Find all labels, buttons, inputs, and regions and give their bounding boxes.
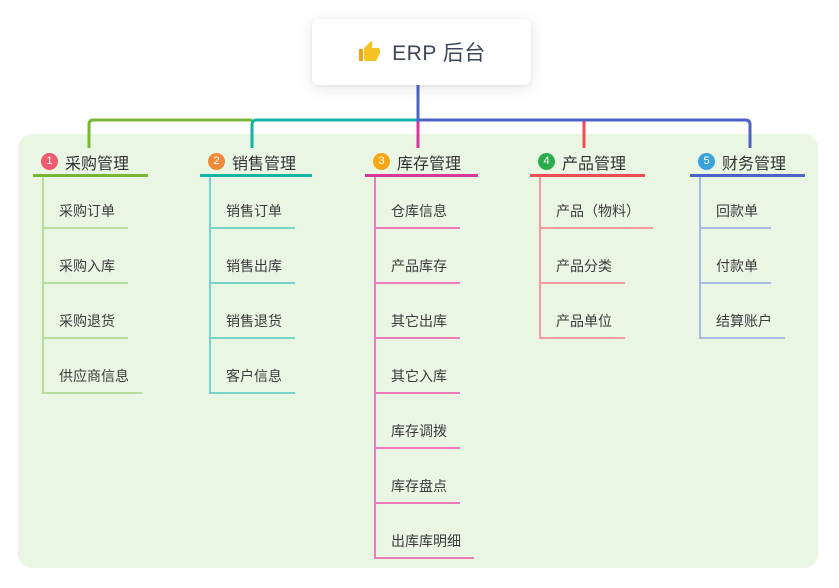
node-label: 采购订单 xyxy=(44,201,128,229)
node-label: 付款单 xyxy=(701,256,771,284)
node-item[interactable]: 销售退货 xyxy=(211,284,312,339)
branch-product-badge: 4 xyxy=(538,153,555,170)
node-label: 仓库信息 xyxy=(376,201,460,229)
branch-inventory: 3 库存管理 仓库信息 产品库存 其它出库 其它入库 库存调拨 库存盘点 出库库… xyxy=(365,149,478,559)
branch-product-title[interactable]: 4 产品管理 xyxy=(530,149,645,177)
node-item[interactable]: 销售订单 xyxy=(211,177,312,229)
branch-inventory-title[interactable]: 3 库存管理 xyxy=(365,149,478,177)
branch-finance-title[interactable]: 5 财务管理 xyxy=(690,149,805,177)
root-node-label: ERP 后台 xyxy=(392,42,486,65)
branch-product: 4 产品管理 产品（物料） 产品分类 产品单位 xyxy=(530,149,653,339)
branch-sales-title[interactable]: 2 销售管理 xyxy=(200,149,312,177)
node-label: 销售出库 xyxy=(211,256,295,284)
node-label: 产品分类 xyxy=(541,256,625,284)
root-node[interactable]: ERP 后台 xyxy=(312,19,531,85)
thumbs-up-icon xyxy=(359,41,381,61)
node-label: 其它出库 xyxy=(376,311,460,339)
node-item[interactable]: 销售出库 xyxy=(211,229,312,284)
node-item[interactable]: 付款单 xyxy=(701,229,805,284)
branch-inventory-children: 仓库信息 产品库存 其它出库 其它入库 库存调拨 库存盘点 出库库明细 xyxy=(374,177,478,559)
branch-purchase-badge: 1 xyxy=(41,153,58,170)
node-label: 出库库明细 xyxy=(376,531,474,559)
node-label: 产品单位 xyxy=(541,311,625,339)
node-item[interactable]: 采购入库 xyxy=(44,229,148,284)
node-label: 库存盘点 xyxy=(376,476,460,504)
branch-purchase-children: 采购订单 采购入库 采购退货 供应商信息 xyxy=(42,177,148,394)
node-label: 供应商信息 xyxy=(44,366,142,394)
node-label: 产品库存 xyxy=(376,256,460,284)
node-label: 销售订单 xyxy=(211,201,295,229)
node-item[interactable]: 回款单 xyxy=(701,177,805,229)
node-item[interactable]: 采购订单 xyxy=(44,177,148,229)
branch-product-children: 产品（物料） 产品分类 产品单位 xyxy=(539,177,653,339)
node-item[interactable]: 库存盘点 xyxy=(376,449,478,504)
node-item[interactable]: 产品分类 xyxy=(541,229,645,284)
node-label: 产品（物料） xyxy=(541,201,653,229)
branch-purchase-title[interactable]: 1 采购管理 xyxy=(33,149,148,177)
node-item[interactable]: 结算账户 xyxy=(701,284,805,339)
branch-sales: 2 销售管理 销售订单 销售出库 销售退货 客户信息 xyxy=(200,149,312,394)
node-item[interactable]: 仓库信息 xyxy=(376,177,478,229)
node-item[interactable]: 产品（物料） xyxy=(541,177,653,229)
branch-inventory-badge: 3 xyxy=(373,153,390,170)
node-item[interactable]: 其它出库 xyxy=(376,284,478,339)
branch-finance-badge: 5 xyxy=(698,153,715,170)
node-label: 结算账户 xyxy=(701,311,785,339)
branch-purchase-label: 采购管理 xyxy=(65,155,130,173)
node-item[interactable]: 产品库存 xyxy=(376,229,478,284)
node-item[interactable]: 采购退货 xyxy=(44,284,148,339)
branches-panel xyxy=(18,134,818,568)
node-label: 客户信息 xyxy=(211,366,295,394)
branch-sales-children: 销售订单 销售出库 销售退货 客户信息 xyxy=(209,177,312,394)
node-item[interactable]: 客户信息 xyxy=(211,339,312,394)
node-item[interactable]: 产品单位 xyxy=(541,284,645,339)
node-item[interactable]: 供应商信息 xyxy=(44,339,148,394)
branch-finance: 5 财务管理 回款单 付款单 结算账户 xyxy=(690,149,805,339)
branch-finance-label: 财务管理 xyxy=(722,155,787,173)
node-label: 采购入库 xyxy=(44,256,128,284)
branch-finance-children: 回款单 付款单 结算账户 xyxy=(699,177,805,339)
node-label: 库存调拨 xyxy=(376,421,460,449)
branch-purchase: 1 采购管理 采购订单 采购入库 采购退货 供应商信息 xyxy=(33,149,148,394)
node-label: 回款单 xyxy=(701,201,771,229)
branch-sales-badge: 2 xyxy=(208,153,225,170)
branch-product-label: 产品管理 xyxy=(562,155,627,173)
node-label: 其它入库 xyxy=(376,366,460,394)
node-label: 销售退货 xyxy=(211,311,295,339)
node-item[interactable]: 出库库明细 xyxy=(376,504,478,559)
node-item[interactable]: 库存调拨 xyxy=(376,394,478,449)
branch-inventory-label: 库存管理 xyxy=(397,155,462,173)
node-label: 采购退货 xyxy=(44,311,128,339)
node-item[interactable]: 其它入库 xyxy=(376,339,478,394)
branch-sales-label: 销售管理 xyxy=(232,155,297,173)
